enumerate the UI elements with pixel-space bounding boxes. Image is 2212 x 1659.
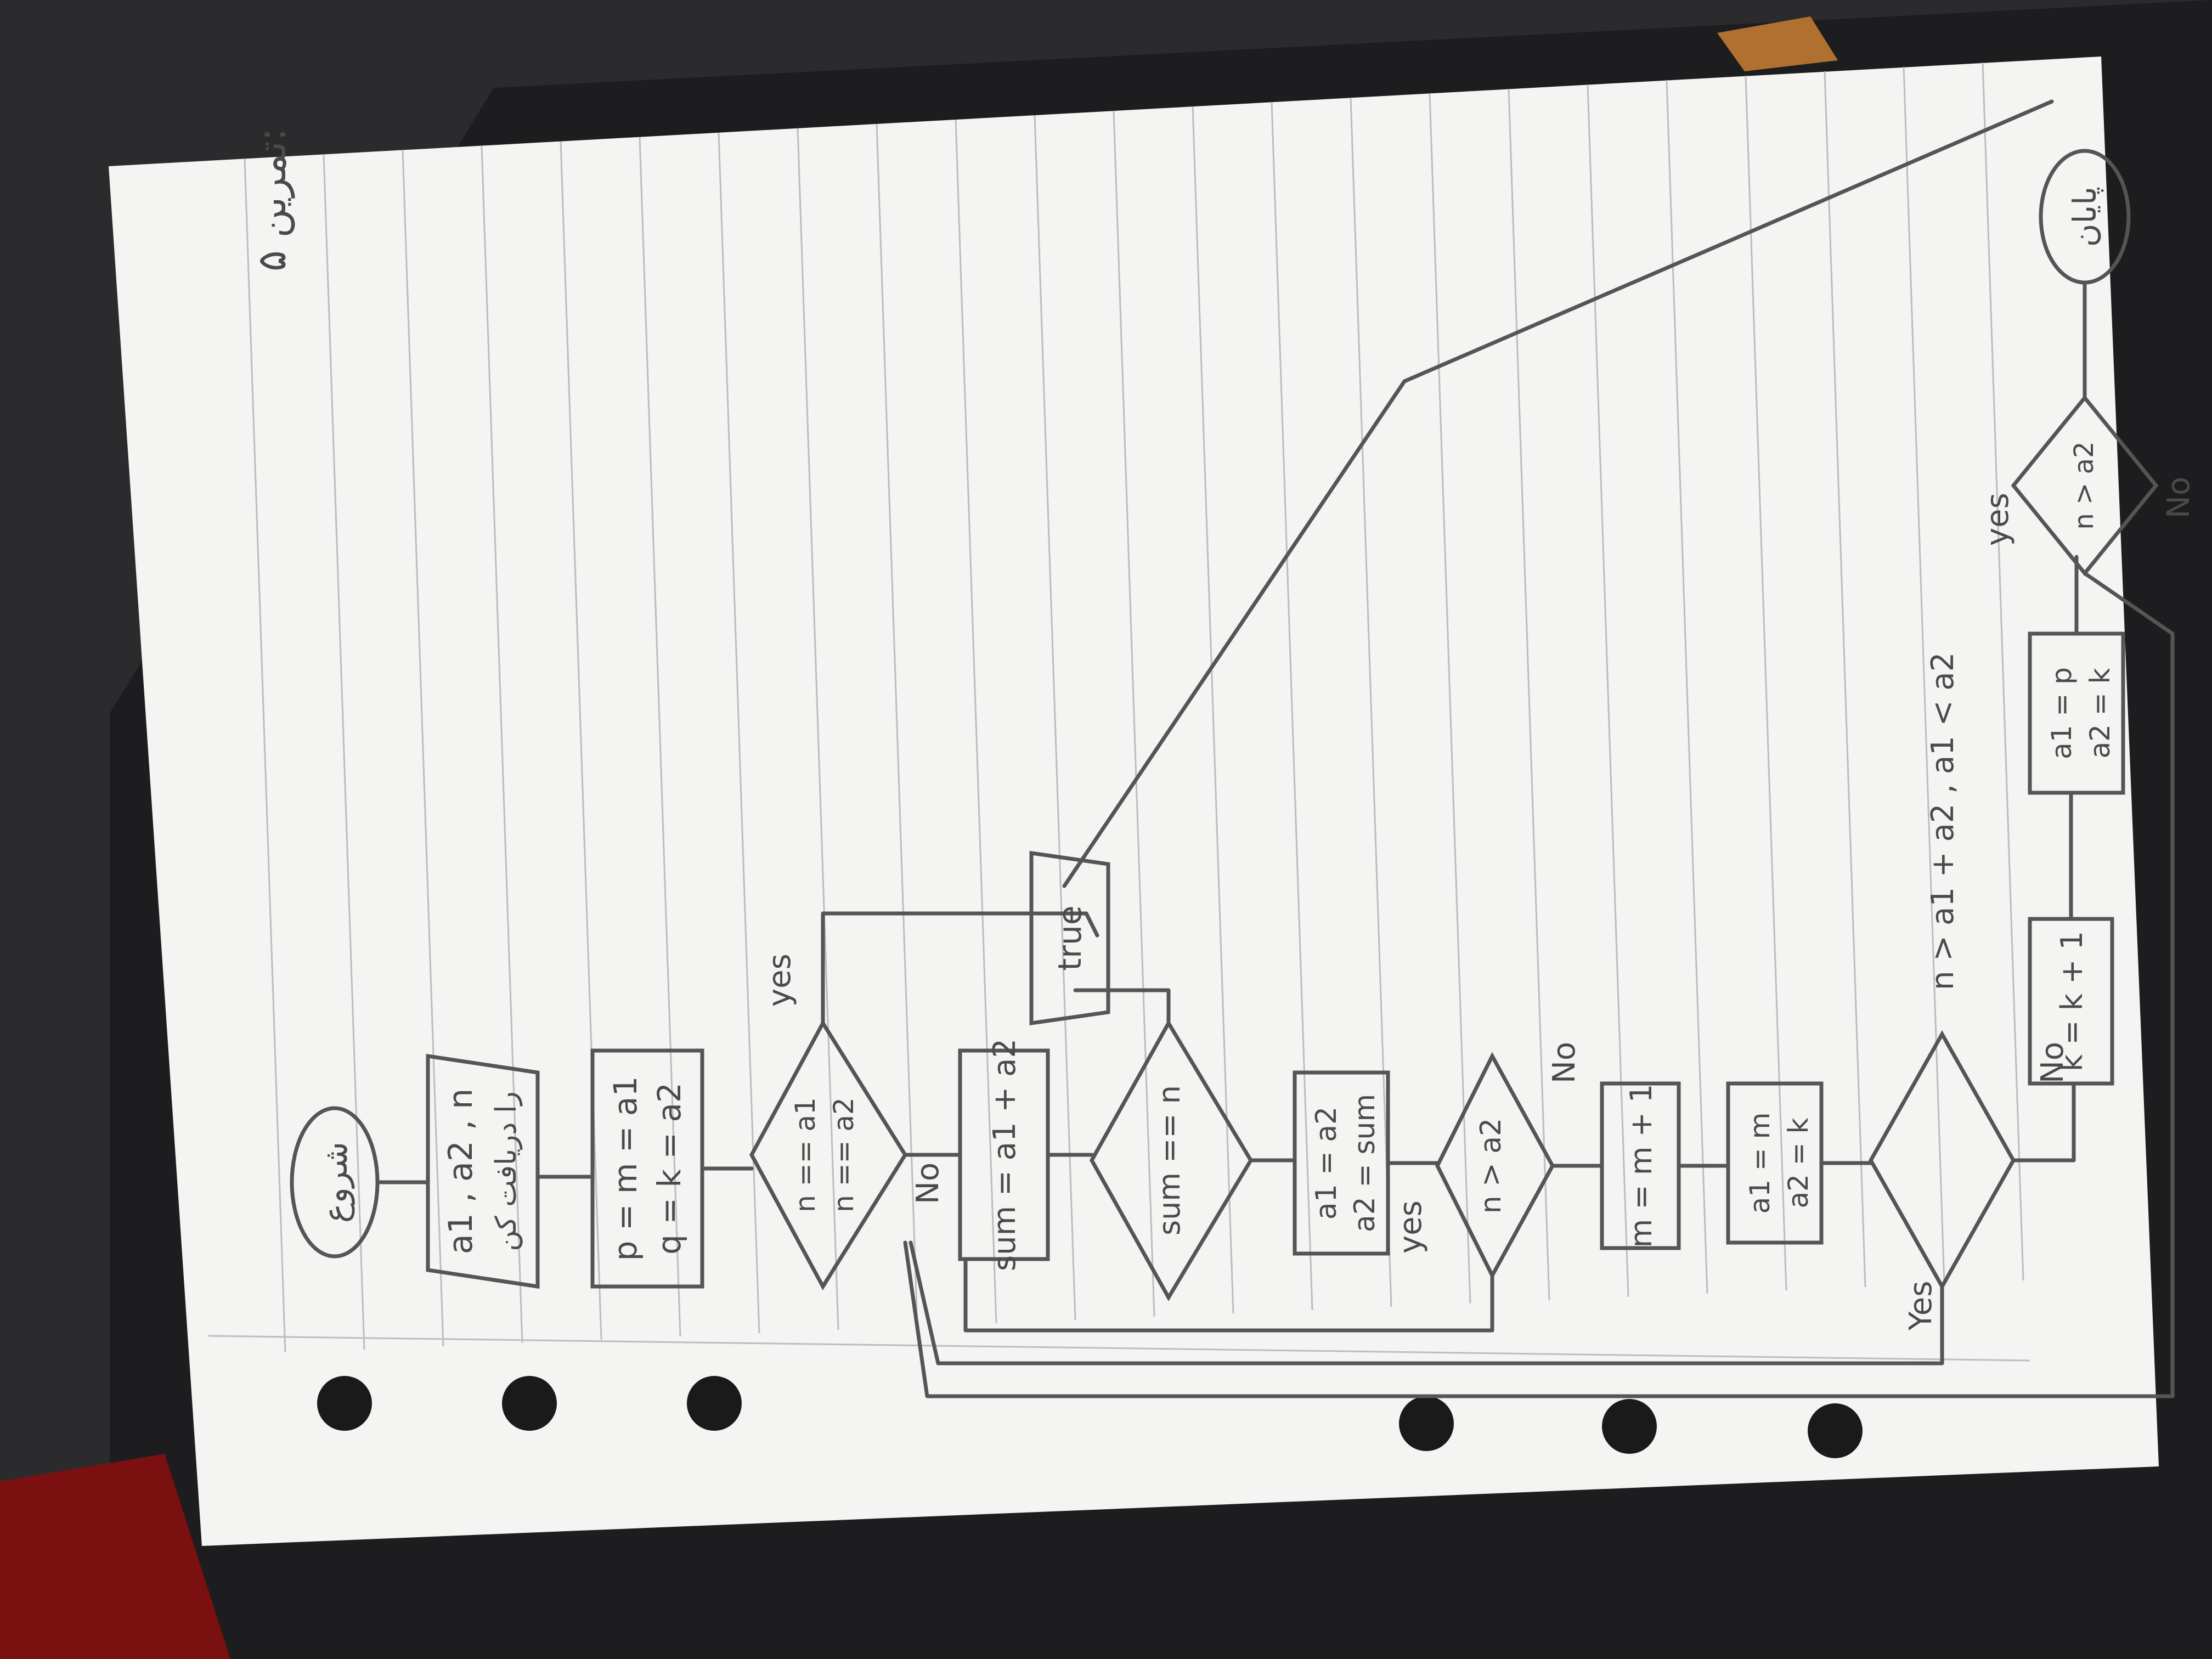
label-yes-4: yes	[1980, 493, 2016, 546]
label-no-4: No	[2161, 477, 2197, 518]
m-inc-text: m = m + 1	[1624, 1084, 1658, 1248]
input-box	[426, 1053, 540, 1289]
punch-hole	[1808, 1403, 1863, 1458]
reset-text-2: a2 = k	[1782, 1118, 1814, 1208]
arrow-yes	[821, 911, 1099, 1025]
decision-last	[2011, 394, 2159, 577]
punch-hole	[1602, 1399, 1657, 1454]
punch-hole	[502, 1376, 557, 1431]
final-text-1: a1 = p	[2046, 667, 2078, 759]
label-yes-3: Yes	[1903, 1281, 1939, 1331]
cond-last-text: n > a2	[2069, 441, 2100, 529]
swap-text-1: a1 = a2	[1310, 1107, 1343, 1220]
paper-sheet	[109, 57, 2159, 1546]
label-no-2: No	[1547, 1042, 1582, 1084]
label-yes-1: yes	[762, 953, 798, 1007]
label-yes-2: yes	[1393, 1200, 1429, 1254]
label-no-3: No	[2035, 1042, 2070, 1084]
swap-text-2: a2 = sum	[1348, 1094, 1381, 1232]
input-text-1: a1 , a2 , n	[442, 1088, 480, 1254]
end-oval	[2039, 149, 2131, 285]
cond-big-text: n > a1 + a2 , a1 < a2	[1925, 652, 1961, 990]
cond-n-a2-text: n > a2	[1475, 1118, 1508, 1214]
arrow-yes-loop	[963, 1257, 1494, 1333]
input-text-2: را دریافت کن	[490, 1091, 523, 1251]
flowchart: تمرین ۵: شروع a1 , a2 , n را دریافت کن p…	[249, 99, 2197, 1398]
assign-text-2: q = k = a2	[651, 1082, 688, 1255]
cond1-text-1: n == a1	[789, 1097, 821, 1212]
true-text: true	[1051, 905, 1088, 970]
cond1-text-2: n == a2	[828, 1097, 860, 1212]
reset-text-1: a1 = m	[1744, 1113, 1776, 1214]
k-inc-text: k = k + 1	[2055, 931, 2089, 1071]
end-label: پایان	[2066, 187, 2104, 247]
label-no-1: No	[910, 1163, 946, 1204]
red-cloth	[0, 1454, 230, 1659]
arrow-to-end	[1062, 99, 2054, 888]
arrow-yes-loop-last	[903, 571, 2175, 1398]
sum-text: sum = a1 + a2	[987, 1039, 1023, 1271]
punch-hole	[317, 1376, 372, 1431]
orange-logo	[1717, 16, 1838, 71]
punch-hole	[687, 1376, 742, 1431]
header-label: تمرین ۵:	[249, 128, 295, 272]
start-label: شروع	[317, 1142, 355, 1223]
output-true	[1029, 850, 1110, 1026]
punch-hole	[1399, 1396, 1454, 1451]
assign-text-1: p = m = a1	[607, 1076, 644, 1261]
arrow	[2011, 1081, 2076, 1163]
final-text-2: a2 = k	[2084, 668, 2116, 758]
cond-sum-text: sum == n	[1152, 1085, 1187, 1235]
arrow-yes-big	[909, 1240, 1944, 1365]
